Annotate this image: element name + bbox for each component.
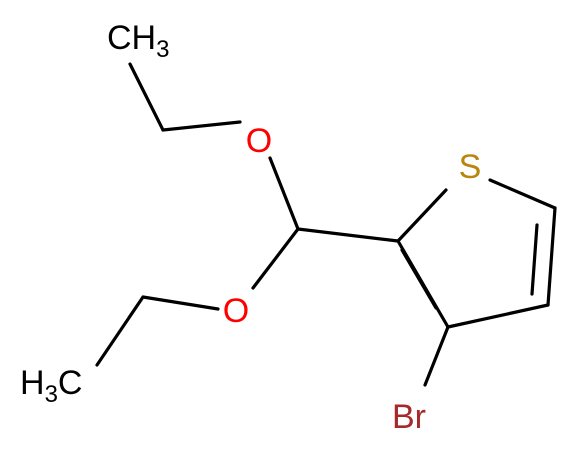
- bond-c5-c4-double: [530, 223, 539, 296]
- bonds: [95, 62, 557, 387]
- bond-c2-s: [396, 188, 448, 243]
- bond-o-ch-top: [268, 156, 300, 231]
- bromine-label: Br: [392, 398, 426, 436]
- bond-ch2-o-top: [161, 120, 242, 132]
- bond-c5-c4: [546, 206, 557, 307]
- methyl-top-subscript: 3: [156, 36, 169, 63]
- methyl-bottom-label: H3C: [20, 364, 82, 408]
- oxygen-top-label: O: [246, 122, 272, 160]
- methyl-top-label: CH3: [107, 19, 169, 63]
- bond-o-ch2-bottom: [141, 295, 220, 311]
- sulfur-label: S: [459, 148, 482, 186]
- atom-labels: S O O Br CH3 H3C: [20, 19, 481, 436]
- bond-ch3-ch2-top: [128, 62, 165, 132]
- bond-ch2-ch3-bottom: [95, 295, 145, 367]
- bond-c4-c3: [446, 303, 550, 329]
- methyl-bottom-subscript: 3: [45, 381, 58, 408]
- methyl-top-main: CH: [107, 19, 156, 57]
- bond-s-c5: [488, 178, 557, 210]
- bond-c3-br: [423, 325, 450, 387]
- bond-ch-c2: [296, 227, 400, 243]
- bond-ch-o-bottom: [251, 227, 300, 290]
- methyl-bottom-tail: C: [58, 364, 83, 402]
- bond-c3-c2-double: [400, 248, 438, 310]
- oxygen-bottom-label: O: [223, 292, 249, 330]
- methyl-bottom-main: H: [20, 364, 45, 402]
